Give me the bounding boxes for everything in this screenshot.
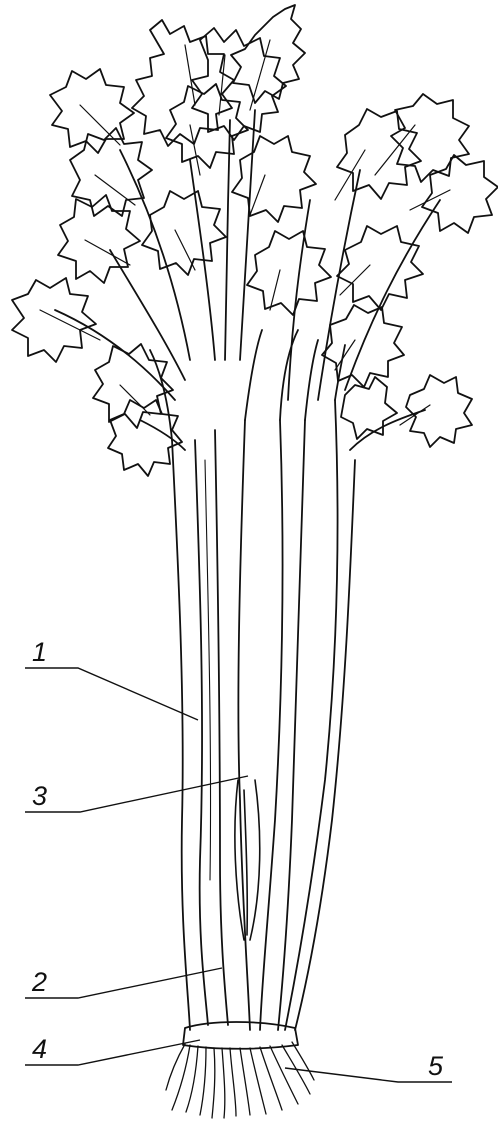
stalk-front-outer bbox=[260, 420, 282, 1030]
leaf bbox=[337, 226, 423, 310]
leaf bbox=[231, 5, 305, 103]
roots bbox=[166, 1042, 314, 1118]
leaf bbox=[12, 278, 96, 362]
leader-4 bbox=[25, 1040, 200, 1065]
leaf bbox=[406, 375, 472, 447]
leaf bbox=[166, 84, 248, 168]
callout-5-label: 5 bbox=[428, 1051, 444, 1081]
leaf bbox=[247, 231, 331, 315]
leader-1 bbox=[25, 668, 198, 720]
callout-2-label: 2 bbox=[31, 967, 47, 997]
leaf bbox=[58, 195, 140, 283]
leader-3 bbox=[25, 776, 248, 812]
leader-5 bbox=[285, 1068, 452, 1082]
inner-shoot bbox=[235, 780, 260, 940]
callout-3-label: 3 bbox=[32, 781, 47, 811]
leaf bbox=[337, 109, 421, 199]
callout-labels: 1 3 2 4 5 bbox=[31, 637, 444, 1081]
leaf-crown bbox=[12, 5, 498, 476]
leaf bbox=[322, 305, 404, 387]
stalk-back-outer bbox=[285, 400, 338, 1030]
stalk-outer-left bbox=[172, 440, 190, 1030]
leaf bbox=[142, 191, 226, 275]
callout-1-label: 1 bbox=[32, 637, 47, 667]
leaf bbox=[341, 377, 397, 439]
leaf bbox=[232, 136, 316, 222]
leaf bbox=[391, 94, 469, 182]
stalks bbox=[150, 330, 355, 1030]
callout-4-label: 4 bbox=[32, 1034, 47, 1064]
leader-2 bbox=[25, 968, 222, 998]
root-crown bbox=[183, 1022, 298, 1049]
leaf bbox=[422, 155, 498, 233]
